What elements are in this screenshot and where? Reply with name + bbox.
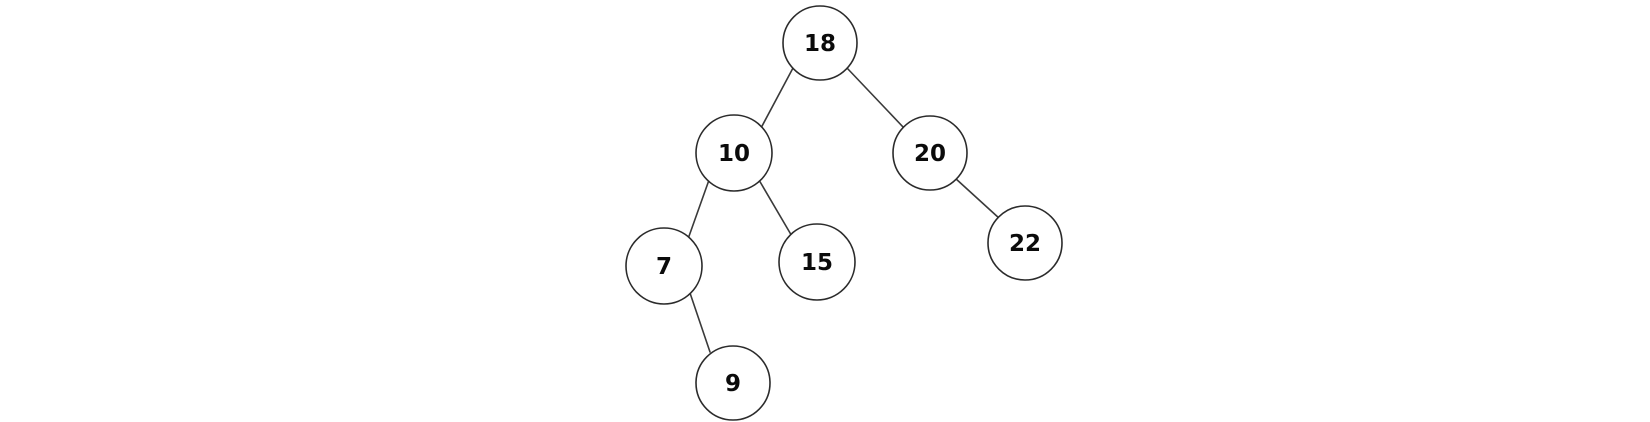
node-circle[interactable]	[892, 115, 968, 191]
tree-edge	[954, 177, 1001, 220]
node-circle[interactable]	[782, 5, 858, 81]
node-label: 7	[656, 254, 672, 280]
node-label: 9	[725, 371, 741, 397]
tree-edge	[689, 292, 711, 353]
tree-node[interactable]: 7	[625, 227, 703, 305]
tree-node[interactable]: 10	[695, 114, 773, 192]
node-layer: 18 10 20 7 15 22 9	[625, 5, 1063, 421]
node-circle[interactable]	[987, 205, 1063, 281]
tree-node[interactable]: 20	[892, 115, 968, 191]
tree-edge	[760, 67, 794, 129]
tree-edge	[846, 67, 905, 129]
node-label: 15	[801, 250, 833, 276]
edge-layer	[687, 67, 1001, 353]
tree-node[interactable]: 18	[782, 5, 858, 81]
tree-node[interactable]: 22	[987, 205, 1063, 281]
node-circle[interactable]	[695, 345, 771, 421]
node-label: 22	[1009, 231, 1041, 257]
tree-edge	[687, 179, 710, 240]
node-circle[interactable]	[778, 223, 856, 301]
node-circle[interactable]	[625, 227, 703, 305]
tree-node[interactable]: 15	[778, 223, 856, 301]
tree-edge	[758, 179, 794, 239]
node-circle[interactable]	[695, 114, 773, 192]
tree-node[interactable]: 9	[695, 345, 771, 421]
node-label: 18	[804, 31, 836, 57]
node-label: 10	[718, 141, 750, 167]
node-label: 20	[914, 141, 946, 167]
